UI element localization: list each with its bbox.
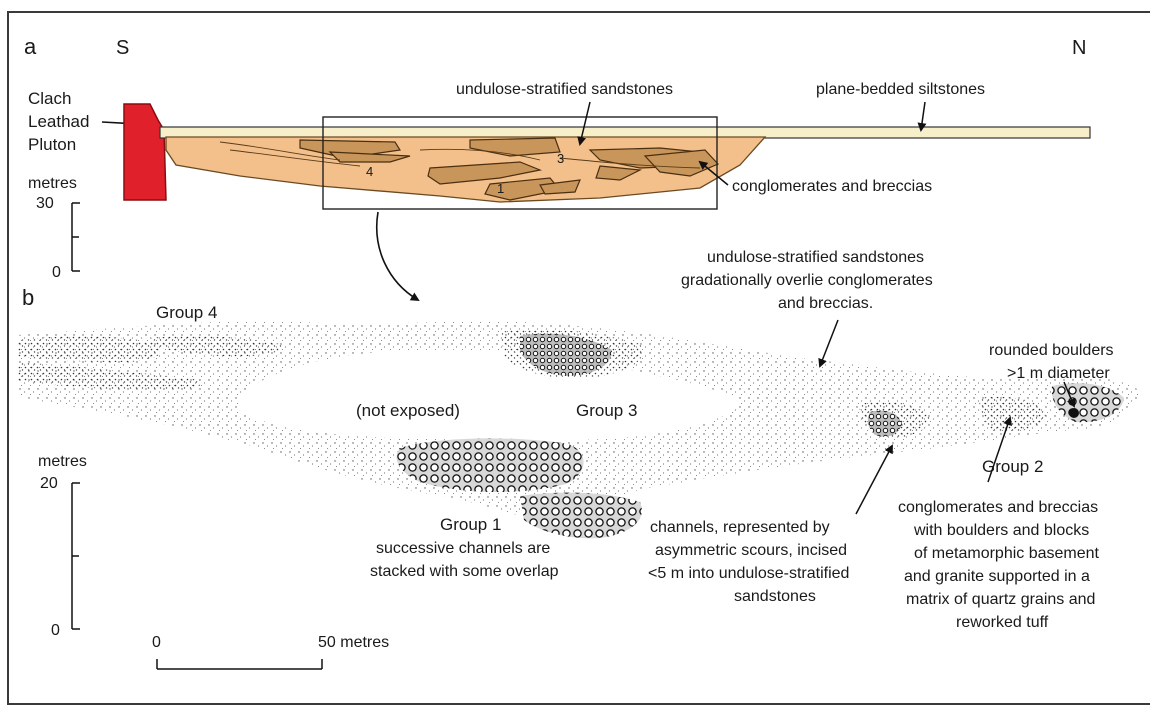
panel-a: a S N Clach Leathad Pluton <box>24 34 1090 281</box>
group-number-3: 3 <box>557 151 564 166</box>
scale-a-unit: metres <box>28 175 77 192</box>
pluton-label-line2: Leathad <box>28 112 89 131</box>
pluton-label-line1: Clach <box>28 89 71 108</box>
scale-a-bar <box>72 203 80 271</box>
overlie-note-line2: gradationally overlie conglomerates <box>681 272 933 289</box>
panel-b-letter: b <box>22 285 34 310</box>
group2-note-line1: conglomerates and breccias <box>898 499 1098 516</box>
south-label: S <box>116 37 129 59</box>
group4-label: Group 4 <box>156 303 217 322</box>
group1-label: Group 1 <box>440 515 501 534</box>
channel-note-line2: asymmetric scours, incised <box>655 542 847 559</box>
group3-label: Group 3 <box>576 401 637 420</box>
scale-b-horizontal-bar <box>157 659 322 669</box>
siltstone-label: plane-bedded siltstones <box>816 81 985 98</box>
group1-conglomerate-lower <box>520 493 642 539</box>
group2-note-line3: of metamorphic basement <box>914 545 1100 562</box>
scale-b-unit: metres <box>38 453 87 470</box>
scale-b-bottom: 0 <box>51 622 60 639</box>
scale-b-vertical-bar <box>72 483 80 629</box>
scale-b-top: 20 <box>40 475 58 492</box>
group2-note-line4: and granite supported in a <box>904 568 1090 585</box>
sandstone-label: undulose-stratified sandstones <box>456 81 673 98</box>
not-exposed-label: (not exposed) <box>356 401 460 420</box>
overlie-arrow <box>820 320 838 366</box>
boulder-note-line1: rounded boulders <box>989 342 1114 359</box>
channel-note-line3: <5 m into undulose-stratified <box>648 565 849 582</box>
channel-arrow <box>856 446 892 514</box>
panel-b: b Group 4 (not exposed) Group 3 undulose… <box>18 249 1140 669</box>
panel-a-letter: a <box>24 34 37 59</box>
pluton-label-line3: Pluton <box>28 135 76 154</box>
channel-note-line1: channels, represented by <box>650 519 830 536</box>
group-number-4: 4 <box>366 164 373 179</box>
boulder-note-line2: >1 m diameter <box>1007 365 1110 382</box>
pluton-body <box>124 104 166 200</box>
channel-note-line4: sandstones <box>734 588 816 605</box>
hscale-start: 0 <box>152 634 161 651</box>
hscale-end: 50 metres <box>318 634 389 651</box>
group-number-1: 1 <box>497 181 504 196</box>
scale-a-bottom: 0 <box>52 264 61 281</box>
conglomerate-label: conglomerates and breccias <box>732 178 932 195</box>
group1-note-line1: successive channels are <box>376 540 550 557</box>
inset-to-b-arrow <box>377 212 418 300</box>
overlie-note-line1: undulose-stratified sandstones <box>707 249 924 266</box>
group2-note-line6: reworked tuff <box>956 614 1049 631</box>
group2-note-line5: matrix of quartz grains and <box>906 591 1095 608</box>
overlie-note-line3: and breccias. <box>778 295 873 312</box>
group2-note-line2: with boulders and blocks <box>913 522 1089 539</box>
group1-note-line2: stacked with some overlap <box>370 563 559 580</box>
scale-a-top: 30 <box>36 195 54 212</box>
boulder-dot <box>1069 408 1079 418</box>
siltstone-arrow <box>921 102 925 130</box>
north-label: N <box>1072 37 1086 59</box>
